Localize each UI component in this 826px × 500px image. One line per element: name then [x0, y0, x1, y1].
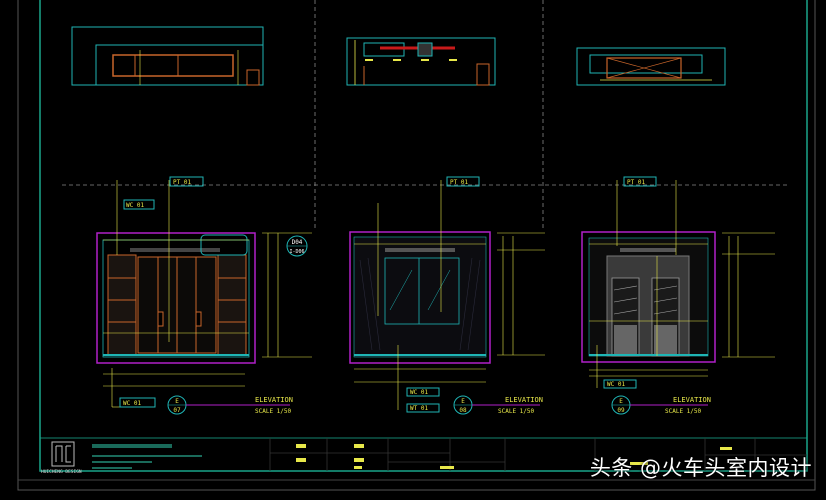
- elevation-e07[interactable]: PT 01 WC 01 WC 01 D04 I-D06: [96, 176, 312, 408]
- elevation-label-e08: E 08 ELEVATION SCALE 1/50: [453, 395, 543, 415]
- elevation-title: ELEVATION: [673, 396, 711, 404]
- tag-pt01: PT 01: [173, 179, 191, 186]
- elevation-scale: SCALE 1/50: [665, 408, 702, 415]
- title-block: [39, 437, 808, 472]
- plan-view-left: [71, 26, 264, 86]
- ref-letter: E: [461, 398, 465, 405]
- detail-ref-bottom: I-D06: [289, 249, 304, 255]
- company-logo: HUICHENG DESIGN: [41, 441, 82, 475]
- detail-ref-top: D04: [292, 239, 303, 246]
- tag-wt01: WT 01: [410, 405, 428, 412]
- logo-text: HUICHENG DESIGN: [41, 469, 82, 475]
- outer-sheet-border: [17, 0, 816, 491]
- plan-view-middle: [346, 37, 496, 86]
- elevation-scale: SCALE 1/50: [255, 408, 292, 415]
- viewport-dividers: [62, 0, 790, 230]
- tag-wc01: WC 01: [607, 381, 625, 388]
- ref-number: 09: [617, 407, 625, 414]
- ref-number: 07: [173, 407, 181, 414]
- elevation-e09[interactable]: PT 01 WC 01: [581, 176, 775, 389]
- tag-wc01: WC 01: [123, 400, 141, 407]
- ref-number: 08: [459, 407, 467, 414]
- elevation-title: ELEVATION: [255, 396, 293, 404]
- tag-wc01-top: WC 01: [126, 202, 144, 209]
- ref-letter: E: [175, 398, 179, 405]
- elevation-label-e09: E 09 ELEVATION SCALE 1/50: [611, 395, 711, 415]
- elevation-title: ELEVATION: [505, 396, 543, 404]
- ref-letter: E: [619, 398, 623, 405]
- elevation-scale: SCALE 1/50: [498, 408, 535, 415]
- plan-view-right: [576, 47, 726, 86]
- elevation-label-e07: E 07 ELEVATION SCALE 1/50: [167, 395, 293, 415]
- elevation-e08[interactable]: PT 01 WC 01 WT 01: [349, 176, 545, 413]
- tag-pt01: PT 01: [450, 179, 468, 186]
- title-block-fills: [92, 444, 732, 469]
- tag-pt01: PT 01: [627, 179, 645, 186]
- watermark: 头条 @火车头室内设计: [589, 456, 812, 480]
- tag-wc01: WC 01: [410, 389, 428, 396]
